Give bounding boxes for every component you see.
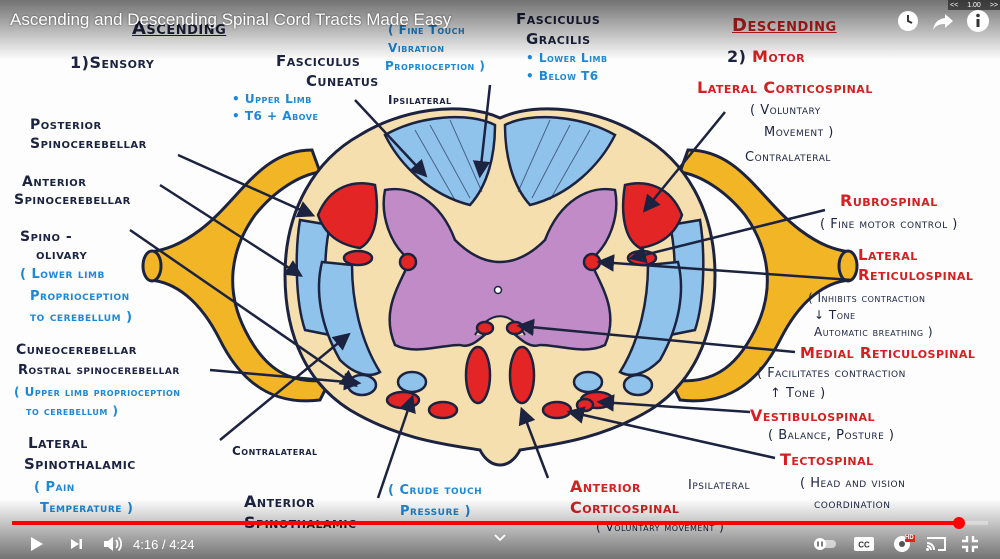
- share-icon[interactable]: [930, 8, 956, 34]
- spino-olivary-label-2: olivary: [36, 247, 88, 263]
- lateral-spinothalamic-label-1: Lateral: [28, 434, 88, 452]
- volume-button[interactable]: [100, 531, 126, 557]
- rubro-note: ( Fine motor control ): [820, 217, 958, 232]
- lateral-reticulospinal-label-2: Reticulospinal: [858, 266, 974, 284]
- video-title[interactable]: Ascending and Descending Spinal Cord Tra…: [10, 10, 452, 29]
- tecto-note-1: ( Head and vision: [800, 476, 906, 491]
- ipsilateral-top-label: Ipsilateral: [388, 93, 452, 107]
- vestibulo-note: ( Balance, Posture ): [768, 428, 895, 443]
- lateral-reticulospinal-label-1: Lateral: [858, 246, 918, 264]
- lateral-corticospinal-label: Lateral Corticospinal: [697, 78, 873, 97]
- lat-spino-note-2: Temperature ): [40, 501, 134, 516]
- duration: 4:24: [169, 537, 195, 552]
- motor-number: 2): [727, 47, 747, 66]
- playback-speed-value: 1.00: [967, 1, 981, 9]
- nerve-roots: [141, 148, 859, 403]
- speed-decrease-button[interactable]: <<: [950, 1, 959, 9]
- next-icon: [71, 539, 82, 549]
- lateral-spinothalamic-label-2: Spinothalamic: [24, 455, 136, 473]
- time-display: 4:16 / 4:24: [133, 537, 195, 552]
- rubrospinal-label: Rubrospinal: [840, 191, 938, 210]
- sensory-label: 1)Sensory: [70, 53, 155, 72]
- spino-olivary-note-2: Proprioception: [30, 289, 130, 304]
- lat-reticulo-note-3: Automatic breathing ): [814, 325, 934, 339]
- posterior-spinocerebellar-label-1: Posterior: [30, 117, 102, 133]
- lat-spino-note-1: ( Pain: [34, 480, 75, 495]
- cuneo-note-1: ( Upper limb proprioception: [14, 385, 181, 399]
- anterior-spinocerebellar-label-1: Anterior: [22, 174, 87, 190]
- progress-bar[interactable]: [12, 517, 988, 529]
- crude-touch-note-1: ( Crude touch: [388, 483, 483, 498]
- info-icon[interactable]: [965, 8, 991, 34]
- dorsal-columns: [383, 115, 617, 207]
- speed-increase-button[interactable]: >>: [989, 1, 998, 9]
- next-button[interactable]: [64, 531, 88, 557]
- lat-cs-note-2: Movement ): [764, 125, 834, 140]
- hd-badge: HD: [905, 535, 914, 541]
- tectospinal-label: Tectospinal: [780, 450, 874, 469]
- anterior-corticospinal-label-2: Corticospinal: [570, 498, 680, 517]
- descending-heading: Descending: [732, 15, 837, 36]
- contralateral-left-label: Contralateral: [232, 444, 318, 458]
- lat-reticulo-note-1: ( Inhibits contraction: [808, 291, 926, 305]
- tecto-note-2: coordination: [814, 497, 891, 512]
- progress-fill: [12, 521, 959, 525]
- volume-icon: [104, 536, 123, 552]
- cuneo-note-2: to cerebellum ): [26, 404, 119, 418]
- fine-touch-note-3: Proprioception ): [385, 59, 486, 73]
- fasciculus-gracilis-label-1: Fasciculus: [516, 10, 601, 28]
- autoplay-toggle-icon[interactable]: [812, 531, 840, 557]
- cuneocerebellar-label: Cuneocerebellar: [16, 342, 137, 358]
- gracilis-note-2: • Below T6: [526, 69, 599, 83]
- medial-reticulospinal-label: Medial Reticulospinal: [800, 344, 976, 362]
- motor-label: Motor: [752, 47, 806, 66]
- contralateral-right-label: Contralateral: [745, 150, 831, 165]
- fasciculus-gracilis-label-2: Gracilis: [526, 30, 591, 48]
- ipsilateral-bottom-label: Ipsilateral: [688, 478, 751, 493]
- crude-touch-note-2: Pressure ): [400, 504, 472, 519]
- time-separator: /: [161, 537, 166, 552]
- captions-icon[interactable]: CC: [850, 531, 878, 557]
- play-icon: [31, 537, 43, 551]
- playback-speed-control[interactable]: << 1.00 >>: [948, 0, 1000, 10]
- gracilis-note-1: • Lower Limb: [526, 51, 608, 65]
- cuneatus-note-1: • Upper Limb: [232, 92, 312, 106]
- med-reticulo-note-2: ↑ Tone ): [770, 386, 826, 401]
- cast-icon[interactable]: [922, 531, 950, 557]
- spino-olivary-label-1: Spino -: [20, 229, 73, 245]
- exit-fullscreen-icon[interactable]: [956, 531, 984, 557]
- fasciculus-cuneatus-label-2: Cuneatus: [306, 72, 379, 90]
- anterior-spinothalamic-label-1: Anterior: [244, 492, 315, 511]
- current-time: 4:16: [133, 537, 159, 552]
- gear-icon: [894, 535, 915, 552]
- settings-button[interactable]: HD: [888, 531, 918, 557]
- spino-olivary-note-1: ( Lower limb: [20, 267, 105, 282]
- rostral-spinocerebellar-label: Rostral spinocerebellar: [18, 363, 180, 378]
- vestibulospinal-label: Vestibulospinal: [750, 406, 876, 425]
- anterior-spinocerebellar-label-2: Spinocerebellar: [14, 192, 131, 208]
- anterior-corticospinal-label-1: Anterior: [570, 477, 641, 496]
- lat-cs-note-1: ( Voluntary: [750, 103, 821, 118]
- posterior-spinocerebellar-label-2: Spinocerebellar: [30, 136, 147, 152]
- progress-scrubber[interactable]: [952, 517, 965, 529]
- svg-text:CC: CC: [858, 541, 870, 550]
- chevron-down-icon[interactable]: [492, 531, 508, 545]
- fasciculus-cuneatus-label-1: Fasciculus: [276, 52, 361, 70]
- spino-olivary-note-3: to cerebellum ): [30, 310, 133, 325]
- lat-reticulo-note-2: ↓ Tone: [814, 308, 856, 322]
- med-reticulo-note-1: ( Facilitates contraction: [757, 366, 906, 381]
- fine-touch-note-2: Vibration: [388, 41, 445, 55]
- play-button[interactable]: [24, 531, 48, 557]
- ascending-tracts: [295, 218, 705, 397]
- cuneatus-note-2: • T6 + Above: [232, 109, 319, 123]
- clock-icon[interactable]: [895, 8, 921, 34]
